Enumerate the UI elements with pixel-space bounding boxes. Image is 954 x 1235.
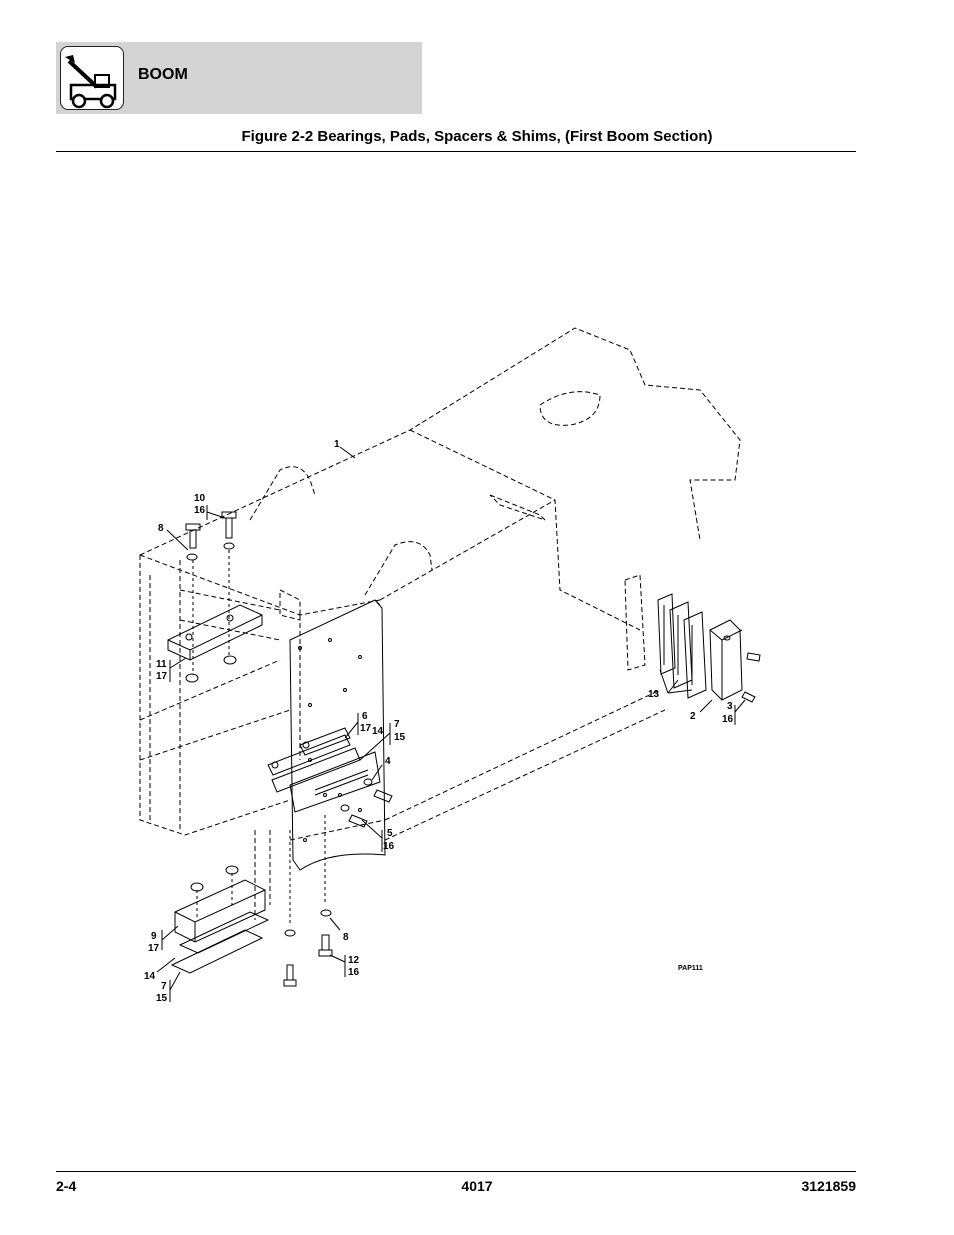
callout-8-top: 8 [158,523,164,534]
callout-11: 11 [156,659,167,670]
section-title: BOOM [138,66,188,83]
callout-9: 9 [151,931,157,942]
callout-2: 2 [690,711,696,722]
callout-16-mid: 16 [383,841,395,852]
figure-reference: PAP111 [678,965,703,972]
page-number: 2-4 [56,1178,77,1194]
callout-17-low: 17 [148,943,160,954]
callout-14-mid: 14 [372,726,384,737]
callout-6: 6 [362,711,368,722]
callout-7-low: 7 [161,981,167,992]
callout-4: 4 [385,756,391,767]
model-number: 4017 [461,1178,493,1194]
callout-17-top: 17 [156,671,168,682]
callout-13: 13 [648,689,660,700]
footer-rule [56,1171,856,1172]
callout-10: 10 [194,493,206,504]
callout-12: 12 [348,955,360,966]
header-rule [56,151,856,152]
callout-1: 1 [334,439,340,450]
callout-15-low: 15 [156,993,168,1004]
callout-5: 5 [387,828,393,839]
telehandler-boom-icon [60,46,124,110]
callout-3: 3 [727,701,733,712]
manual-number: 3121859 [801,1178,856,1194]
callout-7-mid: 7 [394,719,400,730]
figure-title: Figure 2-2 Bearings, Pads, Spacers & Shi… [241,128,713,145]
callout-17-mid: 17 [360,723,372,734]
callout-15-mid: 15 [394,732,406,743]
callout-16-top: 16 [194,505,206,516]
callout-16-low: 16 [348,967,360,978]
callout-16-right: 16 [722,714,734,725]
callout-14-low: 14 [144,971,156,982]
callout-8-low: 8 [343,932,349,943]
